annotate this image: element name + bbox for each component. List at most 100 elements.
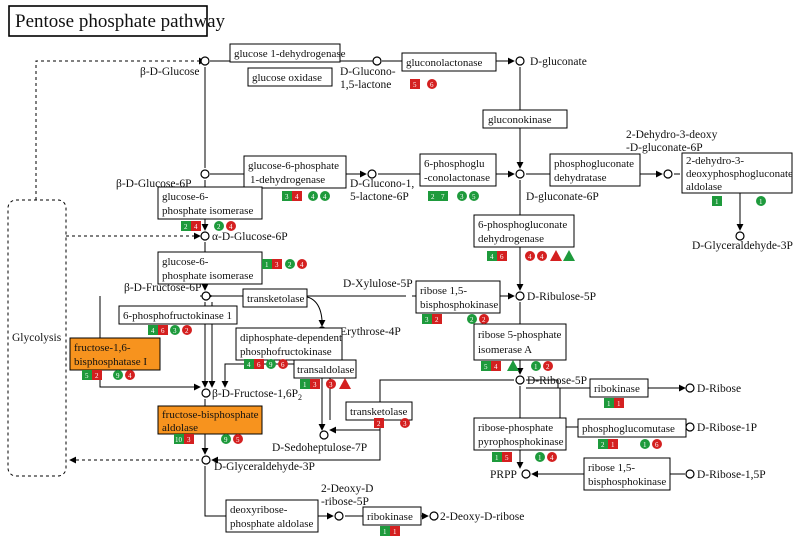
enzyme-transketolase-top[interactable]: transketolase [242,288,308,308]
enzyme-g6p-isomerase-top[interactable]: glucose-6- phosphate isomerase [157,186,263,220]
node-beta-d-glucose [200,56,210,66]
svg-text:9: 9 [116,372,120,380]
badge-sq-green [244,359,254,369]
svg-text:fructose-bisphosphate: fructose-bisphosphate [162,409,259,421]
svg-text:bisphosphatase I: bisphosphatase I [74,356,147,368]
badge-sq-red [502,452,512,462]
svg-text:5: 5 [484,363,488,371]
svg-text:-conolactonase: -conolactonase [424,172,490,184]
badge-sq-green [422,314,432,324]
enzyme-ribokinase-right[interactable]: ribokinase [589,378,649,398]
svg-text:4: 4 [490,253,494,261]
enzyme-gluconolactonase[interactable]: gluconolactonase [401,52,497,72]
node-deoxy-d-ribose [429,511,439,521]
svg-text:4: 4 [300,261,304,269]
enzyme-pg-dehydratase[interactable]: phosphogluconate dehydratase [549,153,641,187]
badge-triangle-red [339,378,351,389]
enzyme-phosphoglucolactonase[interactable]: 6-phosphoglu -conolactonase [419,153,497,187]
svg-text:6: 6 [161,327,165,335]
enzyme-glucose-1-dehydrogenase[interactable]: glucose 1-dehydrogenase [229,43,346,63]
svg-text:1: 1 [303,381,307,389]
badge-dot-green [469,191,479,201]
badge-dot-red [479,314,489,324]
badge-triangle-green [563,250,575,261]
enzyme-gluconokinase[interactable]: gluconokinase [482,109,568,129]
svg-text:6: 6 [281,361,285,369]
glycolysis-label: Glycolysis [12,332,62,344]
badge-dot-green [308,191,318,201]
enzyme-transaldolase[interactable]: transaldolase [293,359,357,379]
svg-text:5: 5 [413,81,417,89]
node-dehydro-deoxy-gluconate-6p [663,169,673,179]
svg-text:3: 3 [313,381,317,389]
badge-sq-green [380,526,390,536]
svg-text:5: 5 [505,454,509,462]
svg-text:pyrophosphokinase: pyrophosphokinase [478,436,564,448]
svg-text:phosphofructokinase: phosphofructokinase [240,346,332,358]
svg-text:phosphoglucomutase: phosphoglucomutase [582,423,675,435]
badge-sq-red [497,251,507,261]
enzyme-fructose-bisphosphate-aldolase[interactable]: fructose-bisphosphate aldolase [157,405,263,435]
label-deoxy-ribose-5p-2: -ribose-5P [321,496,369,508]
svg-text:5: 5 [236,436,240,444]
enzyme-glucose-oxidase[interactable]: glucose oxidase [247,67,333,87]
badge-sq-green [604,398,614,408]
svg-text:4: 4 [494,363,498,371]
svg-text:ribose 1,5-: ribose 1,5- [588,462,635,474]
svg-text:deoxyribose-: deoxyribose- [230,504,288,516]
badge-dot-red [326,379,336,389]
svg-text:10: 10 [175,436,183,444]
enzyme-phosphofructokinase-1[interactable]: 6-phosphofructokinase 1 [118,305,238,325]
enzyme-deoxyribose-phosphate-aldolase[interactable]: deoxyribose- phosphate aldolase [225,499,319,533]
enzyme-r5p-isomerase[interactable]: ribose 5-phosphate isomerase A [473,323,567,361]
enzyme-g6p-dehydrogenase[interactable]: glucose-6-phosphate 1-dehydrogenase [243,155,347,189]
svg-text:2: 2 [185,327,189,335]
svg-text:2: 2 [435,316,439,324]
svg-text:transketolase: transketolase [350,406,408,418]
label-d-sedoheptulose-7p: D-Sedoheptulose-7P [272,442,367,454]
label-d-ribose-5p: D-Ribose-5P [527,375,587,387]
svg-text:2: 2 [546,363,550,371]
node-d-sedoheptulose-7p [319,430,329,440]
svg-text:2: 2 [431,193,435,201]
node-d-ribose-1p [685,422,695,432]
badge-sq-green [181,221,191,231]
enzyme-g6p-isomerase-mid[interactable]: glucose-6- phosphate isomerase [157,251,263,285]
label-d-glyceraldehyde-3p-right: D-Glyceraldehyde-3P [692,240,793,252]
svg-text:aldolase: aldolase [686,181,722,193]
label-d-glucono-lactone-6p-2: 5-lactone-6P [350,191,409,203]
enzyme-kdpg-aldolase[interactable]: 2-dehydro-3- deoxyphosphogluconate aldol… [681,152,793,194]
svg-text:ribokinase: ribokinase [367,511,413,523]
enzyme-phosphoglucomutase[interactable]: phosphoglucomutase [577,418,687,438]
enzyme-ribokinase-bottom[interactable]: ribokinase [362,506,422,526]
badge-sq-red [614,398,624,408]
svg-text:3: 3 [275,261,279,269]
enzyme-pg-dehydrogenase[interactable]: 6-phosphogluconate dehydrogenase [473,214,575,248]
svg-text:1: 1 [643,441,647,449]
badge-sq-green [174,434,184,444]
svg-text:2: 2 [95,372,99,380]
label-beta-d-fructose-16p2-sub: 2 [298,393,302,402]
badge-dot-green [214,221,224,231]
enzyme-transketolase-bottom[interactable]: transketolase [345,401,413,421]
svg-text:dehydratase: dehydratase [554,172,607,184]
enzyme-ribose-15-bisphosphokinase-b[interactable]: ribose 1,5- bisphosphokinase [583,457,671,491]
svg-text:3: 3 [425,316,429,324]
label-d-glyceraldehyde-3p: D-Glyceraldehyde-3P [214,461,315,473]
svg-text:diphosphate-dependent: diphosphate-dependent [240,332,342,344]
svg-text:2: 2 [288,261,292,269]
svg-text:aldolase: aldolase [162,422,198,434]
label-prpp: PRPP [490,469,517,481]
label-d-xylulose-5p: D-Xylulose-5P [343,278,413,290]
svg-text:4: 4 [194,223,198,231]
enzyme-fbpase[interactable]: fructose-1,6- bisphosphatase I [69,337,161,371]
enzyme-diphosphate-pfk[interactable]: diphosphate-dependent phosphofructokinas… [235,327,343,361]
label-d-glucono-lactone-6p-1: D-Glucono-1, [350,178,414,190]
enzyme-ribose-phosphate-pyrophosphokinase[interactable]: ribose-phosphate pyrophosphokinase [473,417,567,451]
enzyme-ribose-15-bisphosphokinase[interactable]: ribose 1,5- bisphosphokinase [415,280,501,314]
svg-text:phosphate isomerase: phosphate isomerase [162,270,253,282]
svg-text:2: 2 [217,223,221,231]
badge-sq-red [410,79,420,89]
svg-text:9: 9 [269,361,273,369]
